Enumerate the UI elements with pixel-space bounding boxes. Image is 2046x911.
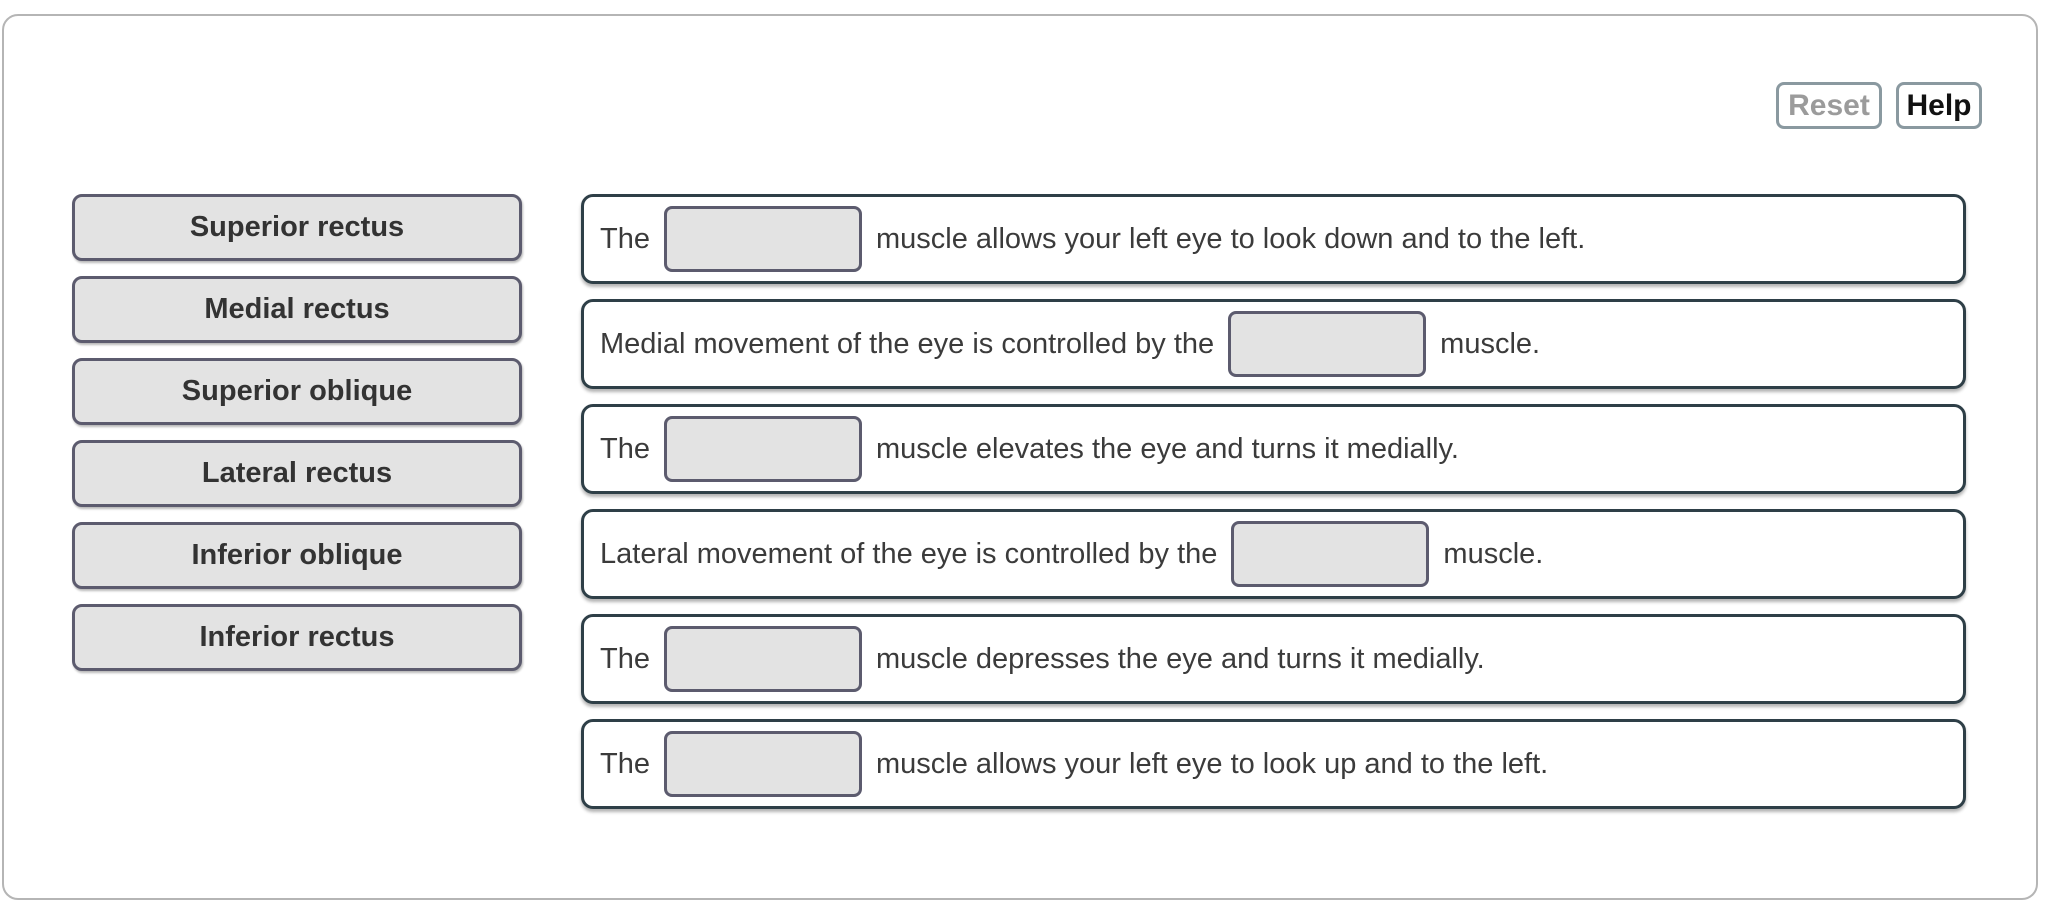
activity-panel: Reset Help Superior rectus Medial rectus… — [2, 14, 2038, 900]
word-bank-item-label: Lateral rectus — [201, 457, 393, 489]
word-bank-item-label: Inferior oblique — [191, 539, 403, 571]
reset-button[interactable]: Reset — [1776, 82, 1882, 129]
question-text-pre: The — [600, 432, 650, 465]
word-bank: Superior rectus Medial rectus Superior o… — [72, 194, 522, 671]
question-row-2: Medial movement of the eye is controlled… — [581, 299, 1966, 389]
question-row-3: The muscle elevates the eye and turns it… — [581, 404, 1966, 494]
word-bank-item-medial-rectus[interactable]: Medial rectus — [72, 276, 522, 343]
question-text-post: muscle. — [1443, 537, 1544, 570]
word-bank-item-superior-oblique[interactable]: Superior oblique — [72, 358, 522, 425]
word-bank-item-label: Inferior rectus — [199, 621, 395, 653]
word-bank-item-inferior-rectus[interactable]: Inferior rectus — [72, 604, 522, 671]
answer-drop-zone-6[interactable] — [663, 731, 862, 797]
word-bank-item-label: Superior oblique — [181, 375, 413, 407]
word-bank-item-inferior-oblique[interactable]: Inferior oblique — [72, 522, 522, 589]
question-row-5: The muscle depresses the eye and turns i… — [581, 614, 1966, 704]
question-text-pre: The — [600, 642, 650, 675]
question-text-post: muscle elevates the eye and turns it med… — [875, 432, 1459, 465]
answer-drop-zone-4[interactable] — [1231, 521, 1430, 587]
question-text-post: muscle depresses the eye and turns it me… — [875, 642, 1485, 675]
question-row-1: The muscle allows your left eye to look … — [581, 194, 1966, 284]
word-bank-item-label: Superior rectus — [189, 211, 405, 243]
question-row-4: Lateral movement of the eye is controlle… — [581, 509, 1966, 599]
question-list: The muscle allows your left eye to look … — [581, 194, 1966, 809]
answer-drop-zone-1[interactable] — [663, 206, 862, 272]
question-row-6: The muscle allows your left eye to look … — [581, 719, 1966, 809]
question-text-pre: The — [600, 222, 650, 255]
question-text-pre: The — [600, 747, 650, 780]
question-text-post: muscle allows your left eye to look up a… — [875, 747, 1549, 780]
help-button[interactable]: Help — [1896, 82, 1982, 129]
question-text-pre: Medial movement of the eye is controlled… — [600, 327, 1215, 360]
answer-drop-zone-5[interactable] — [663, 626, 862, 692]
word-bank-item-lateral-rectus[interactable]: Lateral rectus — [72, 440, 522, 507]
word-bank-item-label: Medial rectus — [204, 293, 390, 325]
question-text-post: muscle. — [1440, 327, 1541, 360]
answer-drop-zone-2[interactable] — [1228, 311, 1427, 377]
word-bank-item-superior-rectus[interactable]: Superior rectus — [72, 194, 522, 261]
question-text-post: muscle allows your left eye to look down… — [875, 222, 1586, 255]
answer-drop-zone-3[interactable] — [663, 416, 862, 482]
question-text-pre: Lateral movement of the eye is controlle… — [600, 537, 1218, 570]
